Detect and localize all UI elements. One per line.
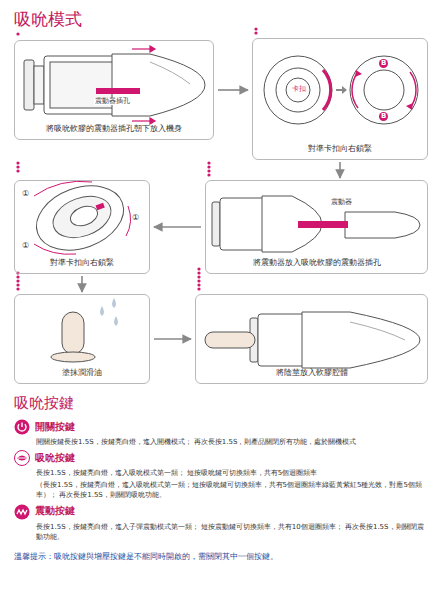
button-section: 吸吮按鍵 開關按鍵 開關按鍵長按1.5S，按鍵亮白燈，進入開機模式； 再次長按1… — [14, 394, 428, 562]
step-arrow — [218, 89, 248, 91]
callout-number: ① — [132, 214, 139, 222]
step-caption: 塗抹潤滑油 — [17, 368, 147, 378]
step-caption: 對準卡扣向右鎖緊 — [17, 258, 147, 268]
step-panel: 將震動器放入吸吮軟膠的震動器插孔 — [205, 180, 428, 274]
step-panel: 對準卡扣向右鎖緊 — [252, 38, 428, 160]
suction-icon — [14, 450, 30, 466]
vibration-icon — [14, 504, 30, 520]
part-label: 震動器 — [330, 199, 353, 206]
step-arrow — [154, 226, 201, 228]
callout-number: ① — [22, 190, 29, 198]
button-heading: 開關按鍵 — [35, 421, 75, 434]
step-caption: 將吸吮軟膠的震動器插孔朝下放入機身 — [17, 124, 211, 134]
warning-note: 溫馨提示：吸吮按鍵與增壓按鍵是不能同時開啟的，需關閉其中一個按鍵。 — [14, 552, 428, 562]
button-heading: 吸吮按鍵 — [35, 452, 75, 465]
button-description: 開關按鍵長按1.5S，按鍵亮白燈，進入開機模式； 再次長按1.5S，則產品關閉所… — [14, 437, 428, 447]
power-icon — [14, 419, 30, 435]
diagram-title: 吸吮模式 — [14, 8, 82, 31]
step-arrow — [339, 162, 341, 178]
button-description: 長按1.5S，按鍵亮白燈，進入吸吮模式第一頻； 短按吸吮鍵可切換頻率，共有5個迴… — [14, 468, 428, 478]
step-panel: 對準卡扣向右鎖緊 — [14, 180, 150, 274]
button-description: 長按1.5S，按鍵亮白燈，進入子彈震動模式第一頻； 短按震動鍵可切換頻率，共有1… — [14, 522, 428, 542]
step-arrow — [81, 276, 83, 292]
part-label: 卡扣 — [291, 86, 307, 93]
button-heading: 震動按鍵 — [35, 505, 75, 518]
step-caption: 對準卡扣向右鎖緊 — [255, 144, 425, 154]
section-heading: 吸吮按鍵 — [14, 394, 428, 413]
button-description: （長按1.5S，按鍵亮白燈，進入吸吮模式第一頻；短按吸吮鍵可切換頻率，共有5個迴… — [14, 480, 428, 500]
callout-number: ① — [22, 242, 29, 250]
step-caption: 將震動器放入吸吮軟膠的震動器插孔 — [208, 258, 425, 268]
step-panel: 將吸吮軟膠的震動器插孔朝下放入機身 — [14, 40, 214, 140]
step-panel: 塗抹潤滑油 — [14, 294, 150, 384]
step-caption: 將陰莖放入軟膠腔體 — [198, 368, 425, 378]
step-arrow — [154, 338, 191, 340]
part-label: 震動器插孔 — [94, 98, 131, 105]
step-panel: 將陰莖放入軟膠腔體 — [195, 294, 428, 384]
